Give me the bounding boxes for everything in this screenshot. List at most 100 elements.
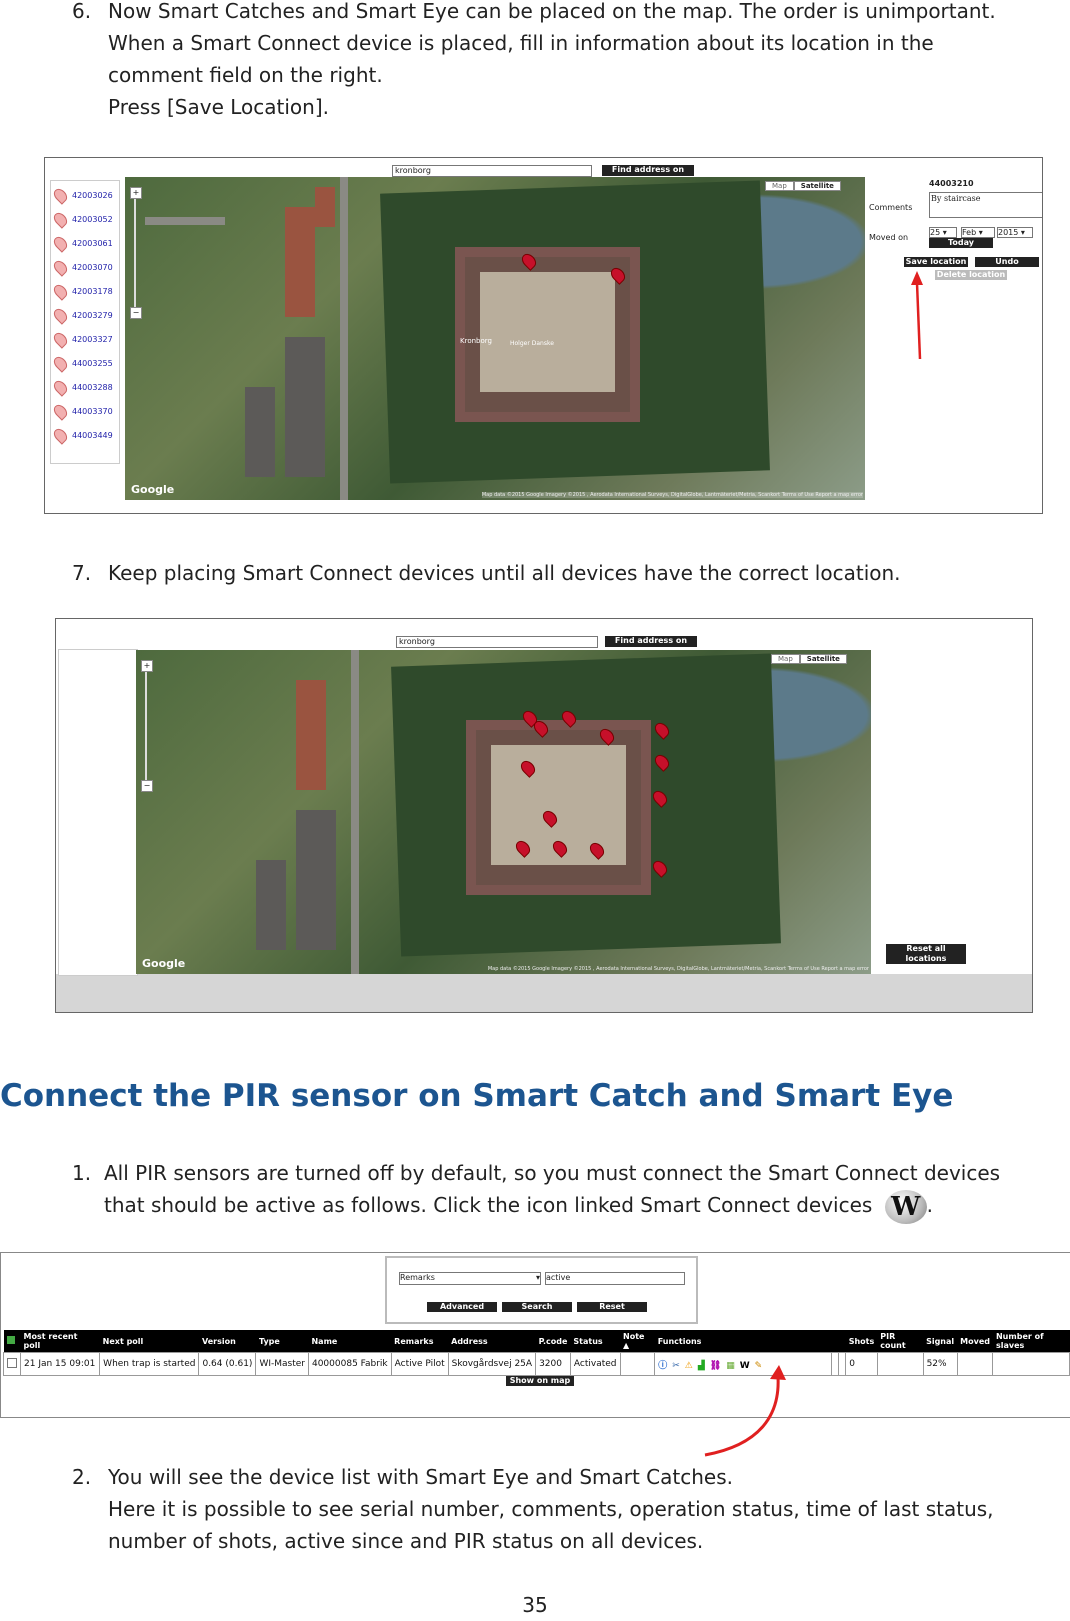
chart-icon[interactable]: ▟	[697, 1360, 705, 1371]
device-list-item[interactable]: 42003279	[51, 303, 119, 327]
column-header[interactable]: Remarks	[391, 1330, 449, 1353]
info-icon[interactable]: ⓘ	[658, 1360, 668, 1371]
advanced-button[interactable]: Advanced	[427, 1302, 497, 1312]
map2-satellite-toggle[interactable]: Satellite	[799, 654, 847, 664]
table-cell: 52%	[922, 1352, 958, 1376]
column-header[interactable]: PIR count	[877, 1330, 924, 1353]
map2-search-input[interactable]: kronborg	[396, 636, 598, 648]
map-icon[interactable]: ▦	[726, 1360, 735, 1371]
red-curved-arrow-icon	[704, 1365, 786, 1457]
filter-box: Remarks▾ active Advanced Search Reset	[385, 1256, 698, 1324]
device-list-item[interactable]: 42003070	[51, 255, 119, 279]
table-cell: Activated	[569, 1352, 621, 1376]
map-pin-icon	[51, 425, 70, 445]
map1-delete-location-button[interactable]: Delete location	[935, 270, 1007, 280]
link-icon[interactable]: ⛓	[709, 1360, 722, 1371]
map1-comments-label: Comments	[869, 203, 913, 212]
map-pin-icon	[51, 185, 70, 205]
device-list-item[interactable]: 42003052	[51, 207, 119, 231]
step2-line3: number of shots, active since and PIR st…	[108, 1529, 704, 1553]
map1-zoom-control[interactable]: + −	[130, 187, 142, 319]
column-header[interactable]: Number of slaves	[992, 1330, 1070, 1353]
column-header[interactable]: Version	[198, 1330, 256, 1353]
step6-text: 6.Now Smart Catches and Smart Eye can be…	[72, 0, 996, 123]
map1-save-location-button[interactable]: Save location	[904, 257, 968, 267]
map1-today-button[interactable]: Today	[929, 238, 993, 248]
table-cell: Active Pilot	[390, 1352, 449, 1376]
table-cell	[992, 1352, 1070, 1376]
column-header[interactable]: Note ▲	[620, 1330, 655, 1353]
reset-button[interactable]: Reset	[577, 1302, 647, 1312]
device-list-item[interactable]: 44003288	[51, 375, 119, 399]
linked-devices-icon[interactable]: W	[739, 1360, 750, 1371]
table-cell: WI-Master	[255, 1352, 309, 1376]
column-header[interactable]: Name	[308, 1330, 392, 1353]
device-list-item[interactable]: 44003370	[51, 399, 119, 423]
column-header[interactable]: P.code	[535, 1330, 571, 1353]
device-id-label: 44003370	[72, 406, 113, 416]
column-header[interactable]: Status	[570, 1330, 621, 1353]
page-number: 35	[522, 1593, 548, 1617]
filter-select[interactable]: Remarks▾	[399, 1272, 541, 1285]
column-header[interactable]	[838, 1330, 846, 1353]
device-list-item[interactable]: 42003026	[51, 183, 119, 207]
device-id-label: 42003061	[72, 238, 113, 248]
map1-undo-button[interactable]: Undo	[975, 257, 1039, 267]
device-list-item[interactable]: 42003061	[51, 231, 119, 255]
map1-map-toggle[interactable]: Map	[765, 181, 794, 191]
edit-icon[interactable]: ✎	[754, 1360, 763, 1371]
map2-satellite-map[interactable]: + − Map Satellite Google Map data ©2015 …	[136, 650, 871, 974]
device-list-item[interactable]: 42003327	[51, 327, 119, 351]
linked-devices-icon: W	[884, 1189, 927, 1224]
map1-satellite-map[interactable]: + − Map Satellite Kronborg Holger Danske…	[125, 177, 865, 500]
map-pin-icon	[51, 209, 70, 229]
column-header[interactable]: Address	[448, 1330, 536, 1353]
column-header[interactable]: Functions	[654, 1330, 832, 1353]
device-table-screenshot: Remarks▾ active Advanced Search Reset Mo…	[0, 1252, 1070, 1418]
map1-year-select[interactable]: 2015 ▾	[997, 227, 1033, 238]
select-all-icon[interactable]	[3, 1330, 21, 1353]
search-button[interactable]: Search	[502, 1302, 572, 1312]
show-on-map-button[interactable]: Show on map	[506, 1376, 574, 1386]
step6-line3: comment field on the right.	[108, 63, 383, 87]
step2-line1: You will see the device list with Smart …	[108, 1465, 733, 1489]
device-list-item[interactable]: 44003449	[51, 423, 119, 447]
map-pin-icon	[51, 353, 70, 373]
table-cell: 21 Jan 15 09:01	[19, 1352, 101, 1376]
map2-zoom-control[interactable]: + −	[141, 660, 153, 792]
column-header[interactable]: Type	[255, 1330, 309, 1353]
table-cell	[956, 1352, 994, 1376]
device-list-item[interactable]: 44003255	[51, 351, 119, 375]
tools-icon[interactable]: ✂	[672, 1360, 680, 1371]
column-header[interactable]	[831, 1330, 839, 1353]
column-header[interactable]: Moved	[957, 1330, 993, 1353]
table-cell: 0.64 (0.61)	[198, 1352, 257, 1376]
column-header[interactable]: Most recent poll	[20, 1330, 100, 1353]
map1-find-address-button[interactable]: Find address on map	[602, 165, 694, 184]
map1-comments-field[interactable]: By staircase	[929, 192, 1042, 218]
map1-month-select[interactable]: Feb ▾	[961, 227, 995, 238]
map1-attribution: Map data ©2015 Google Imagery ©2015 , Ae…	[481, 492, 863, 498]
filter-value-input[interactable]: active	[545, 1272, 685, 1285]
step7-number: 7.	[72, 561, 92, 585]
map1-search-input[interactable]: kronborg	[392, 165, 592, 177]
device-list-item[interactable]: 42003178	[51, 279, 119, 303]
map1-day-select[interactable]: 25 ▾	[929, 227, 957, 238]
map2-map-toggle[interactable]: Map	[771, 654, 800, 664]
map1-satellite-toggle[interactable]: Satellite	[793, 181, 841, 191]
warning-icon[interactable]: ⚠	[684, 1360, 693, 1371]
column-header[interactable]: Signal	[923, 1330, 958, 1353]
map2-find-address-button[interactable]: Find address on map	[605, 636, 697, 655]
column-header[interactable]: Next poll	[99, 1330, 199, 1353]
step1-line2-end: .	[926, 1193, 934, 1217]
table-cell	[876, 1352, 924, 1376]
map-pin-icon	[51, 281, 70, 301]
column-header[interactable]: Shots	[845, 1330, 878, 1353]
row-checkbox[interactable]	[3, 1352, 21, 1376]
step2-number: 2.	[72, 1465, 92, 1489]
map2-google-logo: Google	[142, 957, 186, 970]
step1-number: 1.	[72, 1161, 92, 1185]
table-cell: 40000085 Fabrik	[307, 1352, 392, 1376]
map2-reset-all-button[interactable]: Reset all locations	[886, 944, 966, 964]
